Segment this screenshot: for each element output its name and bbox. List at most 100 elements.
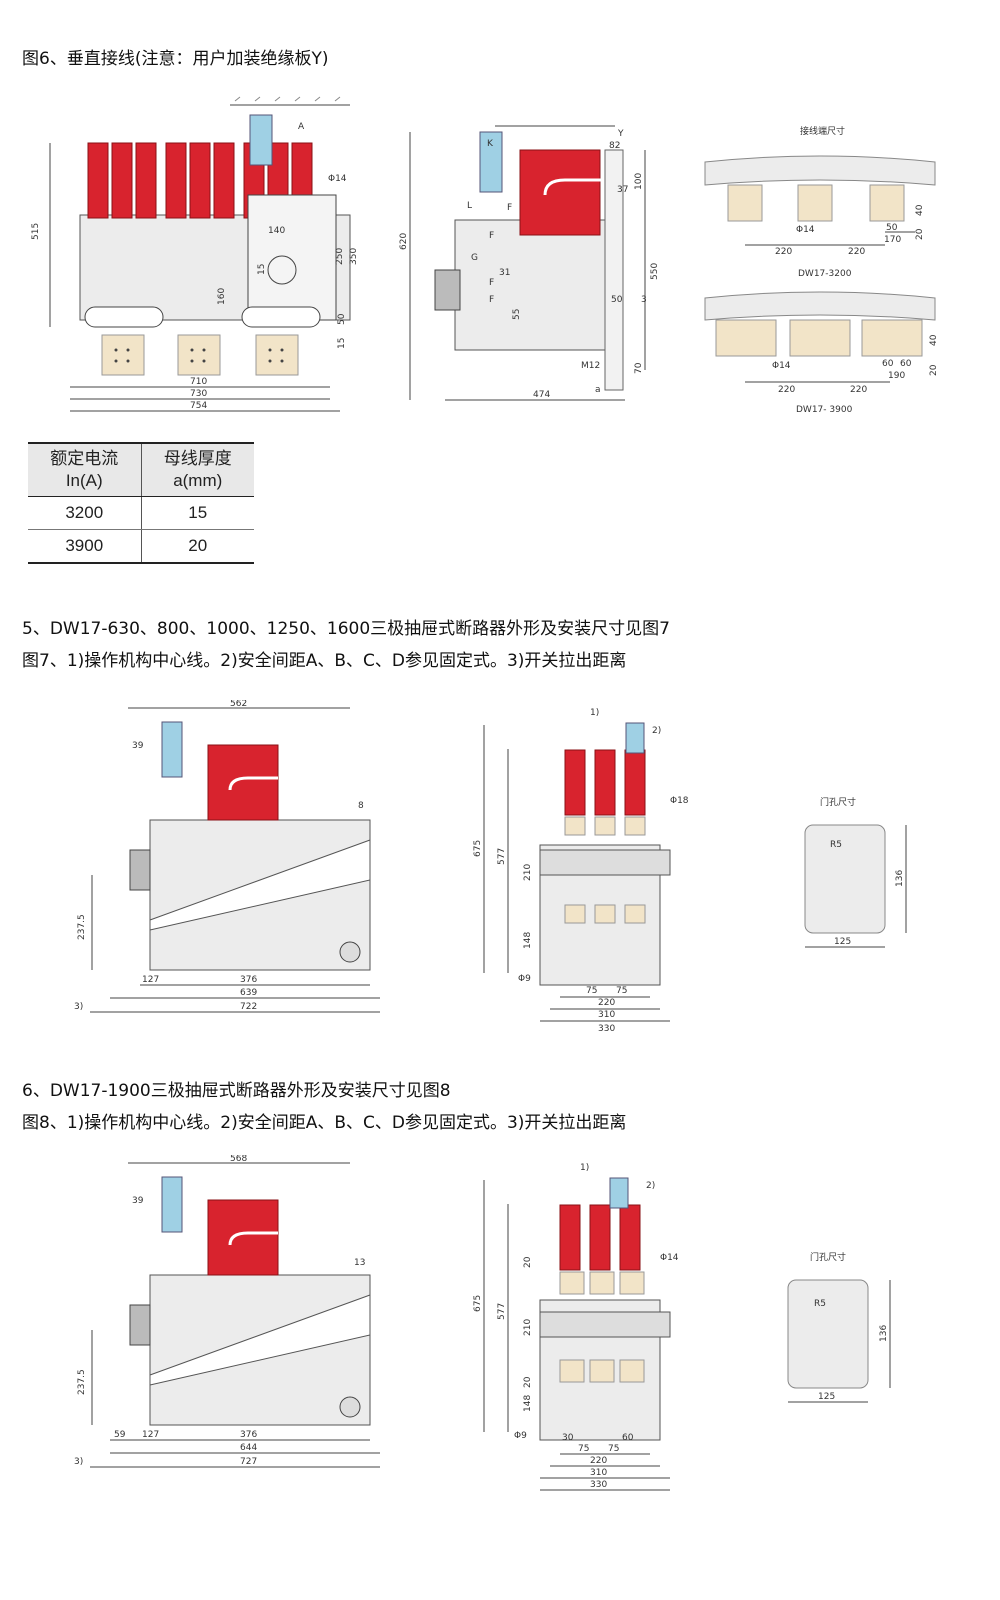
fig8-front-dim-phi14: Φ14 — [660, 1253, 679, 1263]
fig8-front-dim-phi9: Φ9 — [514, 1431, 527, 1441]
fig6-side-label-F1: F — [507, 203, 512, 213]
fig6-side-dim-550: 550 — [650, 263, 660, 280]
dw3200-dim-50: 50 — [886, 223, 898, 233]
fig8-front-dim-30: 30 — [562, 1433, 574, 1443]
fig6-side-view: Y 82 100 37 620 550 50 3 31 55 M12 70 47… — [399, 125, 660, 401]
fig6-side-dim-a: a — [595, 385, 601, 395]
fig6-side-label-F4: F — [489, 295, 494, 305]
table-row: 3200 15 — [28, 496, 254, 530]
fig8-side-view: 568 39 13 237.5 59 127 376 644 727 3) — [74, 1155, 380, 1468]
fig7-front-dim-1: 1) — [590, 708, 599, 718]
fig6-front-dim-50: 50 — [337, 313, 347, 325]
fig7-front-dim-675: 675 — [473, 840, 483, 857]
fig7-side-dim-237-5: 237.5 — [77, 914, 87, 940]
fig6-front-dim-515: 515 — [31, 223, 41, 240]
fig8-door-r5: R5 — [814, 1299, 826, 1309]
fig6-front-dim-140: 140 — [268, 226, 285, 236]
fig7-notes: 图7、1)操作机构中心线。2)安全间距A、B、C、D参见固定式。3)开关拉出距离 — [22, 651, 627, 671]
section6-title: 6、DW17-1900三极抽屉式断路器外形及安装尺寸见图8 — [22, 1081, 451, 1101]
fig8-side-dim-237-5: 237.5 — [77, 1369, 87, 1395]
fig7-front-dim-577: 577 — [497, 848, 507, 865]
terminal-dims-title: 接线端尺寸 — [800, 125, 845, 137]
fig8-side-dim-127: 127 — [142, 1430, 159, 1440]
dw3900-dim-20: 20 — [929, 364, 939, 376]
fig6-front-dim-phi14: Φ14 — [328, 174, 347, 184]
fig8-front-dim-577: 577 — [497, 1303, 507, 1320]
fig8-side-dim-59: 59 — [114, 1430, 126, 1440]
section5-title: 5、DW17-630、800、1000、1250、1600三极抽屉式断路器外形及… — [22, 619, 670, 639]
fig7-door-hole: 门孔尺寸 R5 136 125 — [804, 796, 907, 948]
fig8-front-dim-675: 675 — [473, 1295, 483, 1312]
fig7-front-dim-2: 2) — [652, 726, 661, 736]
fig7-front-dim-phi18: Φ18 — [670, 796, 689, 806]
dw3200-dim-40: 40 — [915, 204, 925, 216]
fig6-side-dim-50: 50 — [611, 295, 623, 305]
fig6-front-dim-250: 250 — [335, 248, 345, 265]
fig8-front-dim-20-top: 20 — [523, 1256, 533, 1268]
fig7-door-r5: R5 — [830, 840, 842, 850]
fig6-front-dim-A: A — [298, 122, 305, 132]
dw3900-dim-220-b: 220 — [850, 385, 867, 395]
fig7-door-h136: 136 — [895, 870, 905, 887]
fig7-side-dim-8: 8 — [358, 801, 364, 811]
fig7-front-dim-75-b: 75 — [616, 986, 627, 996]
fig8-side-dim-727: 727 — [240, 1457, 257, 1467]
fig8-front-dim-2: 2) — [646, 1181, 655, 1191]
dw3900-dim-40: 40 — [929, 334, 939, 346]
fig6-side-dim-Y: Y — [617, 129, 624, 139]
dw3900-dim-220-a: 220 — [778, 385, 795, 395]
dw3900-dim-phi14: Φ14 — [772, 361, 791, 371]
fig7-front-dim-310: 310 — [598, 1010, 615, 1020]
fig7-front-dim-phi9: Φ9 — [518, 974, 531, 984]
fig8-front-dim-148: 148 — [523, 1395, 533, 1412]
fig6-front-dim-710: 710 — [190, 377, 207, 387]
fig8-side-dim-376: 376 — [240, 1430, 257, 1440]
fig8-front-dim-210: 210 — [523, 1319, 533, 1336]
fig7-front-dim-75-a: 75 — [586, 986, 597, 996]
fig8-front-dim-20-bottom: 20 — [523, 1376, 533, 1388]
fig6-front-dim-754: 754 — [190, 401, 207, 411]
table-cell: 20 — [140, 529, 254, 564]
fig7-side-dim-639: 639 — [240, 988, 257, 998]
fig8-door-h136: 136 — [879, 1325, 889, 1342]
table-cell: 3900 — [28, 529, 141, 564]
table-cell: 3200 — [28, 496, 141, 530]
fig6-side-label-K: K — [487, 139, 494, 149]
fig8-side-dim-13: 13 — [354, 1258, 365, 1268]
fig8-front-dim-330: 330 — [590, 1480, 607, 1490]
fig6-side-dim-474: 474 — [533, 390, 550, 400]
dw3200-caption: DW17-3200 — [798, 269, 852, 279]
fig7-side-dim-722: 722 — [240, 1002, 257, 1012]
fig8-front-dim-1: 1) — [580, 1163, 589, 1173]
fig8-front-dim-60: 60 — [622, 1433, 634, 1443]
dw3200-dim-220-b: 220 — [848, 247, 865, 257]
fig7-front-dim-330: 330 — [598, 1024, 615, 1034]
dw3200-dim-170: 170 — [884, 235, 901, 245]
fig8-notes: 图8、1)操作机构中心线。2)安全间距A、B、C、D参见固定式。3)开关拉出距离 — [22, 1113, 627, 1133]
fig6-side-dim-620: 620 — [399, 233, 409, 250]
fig7-side-dim-3: 3) — [74, 1002, 83, 1012]
fig6-side-dim-37: 37 — [617, 185, 628, 195]
fig8-front-dim-75-a: 75 — [578, 1444, 589, 1454]
fig7-front-dim-148: 148 — [523, 932, 533, 949]
fig8-side-dim-568: 568 — [230, 1155, 247, 1164]
fig8-front-dim-75-b: 75 — [608, 1444, 619, 1454]
fig6-side-label-L: L — [467, 201, 472, 211]
fig6-side-label-F2: F — [489, 231, 494, 241]
dw3900-dim-60-b: 60 — [900, 359, 912, 369]
dw3900-dim-60-a: 60 — [882, 359, 894, 369]
fig8-side-dim-644: 644 — [240, 1443, 257, 1453]
fig8-front-view: 1) 2) Φ14 20 675 577 210 20 148 Φ9 30 60… — [473, 1163, 679, 1491]
dw3200-dim-20: 20 — [915, 228, 925, 240]
fig6-front-dim-15-bottom: 15 — [337, 338, 347, 349]
fig8-front-dim-220: 220 — [590, 1456, 607, 1466]
fig6-terminal-dims: 接线端尺寸 Φ14 40 50 170 20 220 220 DW17-3200… — [704, 125, 939, 415]
fig8-door-w125: 125 — [818, 1392, 835, 1402]
fig7-door-w125: 125 — [834, 937, 851, 947]
fig8-door-hole: 门孔尺寸 R5 136 125 — [787, 1251, 891, 1403]
dw3200-dim-phi14: Φ14 — [796, 225, 815, 235]
